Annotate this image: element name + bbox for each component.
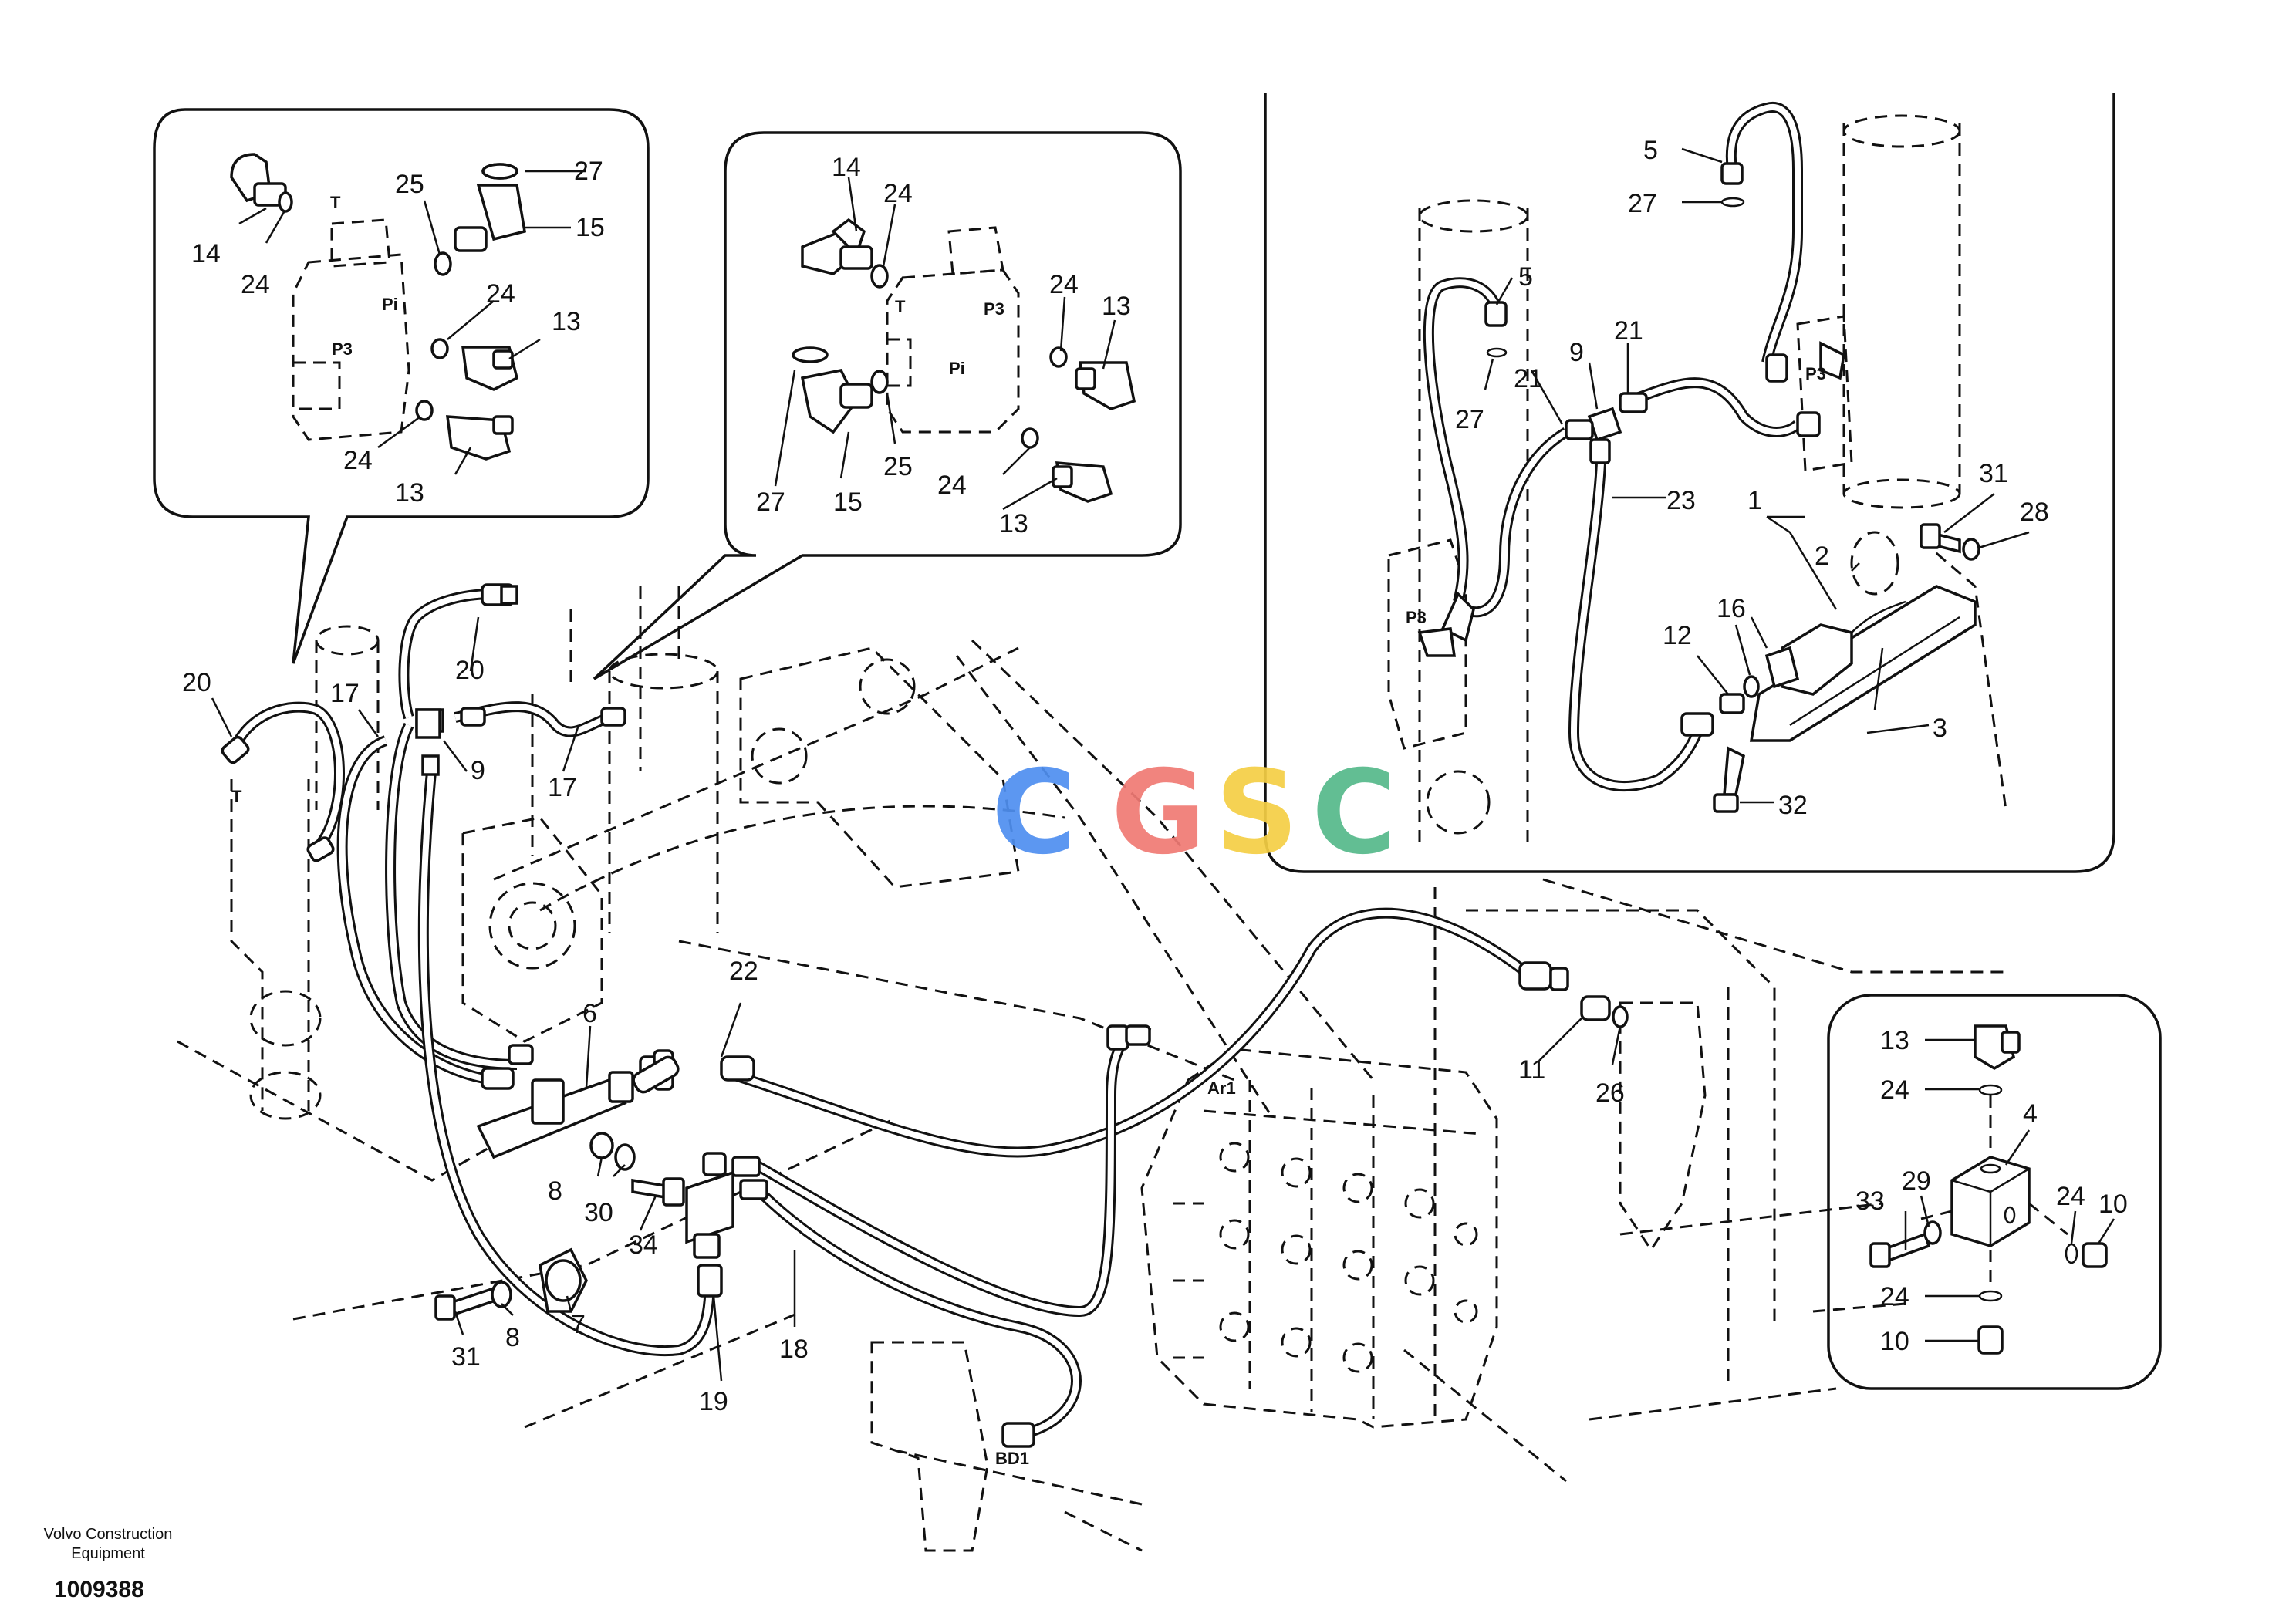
background-machine-frame	[177, 586, 2006, 1552]
control-valve-block	[1140, 1048, 1498, 1429]
callout-24: 24	[486, 279, 515, 309]
callout-13: 13	[999, 509, 1028, 538]
inset-b: T P3 Pi 14 24 24 13 27 15 25 24 13	[593, 131, 1182, 680]
port-tag-pi: Pi	[382, 295, 398, 314]
callout-17: 17	[548, 773, 577, 802]
callout-24: 24	[883, 179, 913, 208]
watermark-letter-g: G	[1111, 746, 1206, 880]
callout-26: 26	[1595, 1078, 1625, 1108]
callout-32: 32	[1778, 791, 1808, 820]
callout-4: 4	[2023, 1099, 2038, 1129]
port-tag-t: T	[895, 297, 906, 316]
callout-23: 23	[1666, 486, 1696, 515]
callout-27: 27	[1628, 189, 1657, 218]
callout-9: 9	[1569, 338, 1584, 367]
port-tag-p3: P3	[984, 299, 1004, 319]
callout-19: 19	[699, 1387, 728, 1416]
callout-10: 10	[2098, 1190, 2128, 1219]
callout-25: 25	[395, 170, 424, 199]
callout-15: 15	[833, 488, 863, 517]
callout-24: 24	[241, 270, 270, 299]
callout-6: 6	[582, 999, 597, 1028]
watermark-letter-s: S	[1215, 746, 1298, 880]
main-hose-routing	[226, 589, 1539, 1440]
callout-22: 22	[729, 957, 758, 986]
callout-9: 9	[471, 756, 485, 785]
callout-18: 18	[779, 1335, 809, 1364]
callout-14: 14	[832, 153, 861, 182]
callout-20: 20	[455, 656, 485, 685]
port-tag-p3: P3	[1406, 608, 1427, 627]
callout-13: 13	[1102, 292, 1131, 321]
callout-33: 33	[1855, 1186, 1885, 1216]
callout-8: 8	[505, 1323, 520, 1352]
callout-3: 3	[1933, 714, 1947, 743]
main-fittings	[221, 583, 1629, 1448]
watermark-letter-c: C	[991, 746, 1076, 880]
callout-21: 21	[1514, 364, 1543, 393]
footer-company-line1: Volvo Construction	[44, 1526, 173, 1543]
callout-24: 24	[937, 471, 967, 500]
port-tag-t: T	[330, 193, 341, 212]
manifold-block	[685, 1152, 768, 1259]
callout-30: 30	[584, 1198, 613, 1227]
callout-1: 1	[1747, 486, 1762, 515]
callout-21: 21	[1614, 316, 1643, 346]
callout-10: 10	[1880, 1327, 1909, 1356]
callout-24: 24	[2056, 1182, 2085, 1211]
port-tag-p3: P3	[332, 339, 353, 359]
callout-24: 24	[343, 446, 373, 475]
callout-27: 27	[756, 488, 785, 517]
inset-d: 13 24 4 29 33 24 10 24 10	[1827, 994, 2162, 1390]
callout-14: 14	[191, 239, 221, 268]
callout-13: 13	[1880, 1026, 1909, 1055]
port-tag-bd1: BD1	[995, 1449, 1029, 1468]
port-tag-t: T	[231, 787, 242, 806]
port-tag-pi: Pi	[949, 359, 965, 378]
cgsc-watermark: C G S C	[991, 746, 1396, 880]
callout-8: 8	[548, 1176, 562, 1206]
callout-24: 24	[1880, 1075, 1909, 1105]
port-tag-ar1: Ar1	[1207, 1078, 1236, 1098]
callout-15: 15	[576, 213, 605, 242]
callout-16: 16	[1717, 594, 1746, 623]
block-6	[476, 1071, 634, 1159]
callout-7: 7	[571, 1310, 586, 1339]
callout-34: 34	[629, 1230, 658, 1260]
main-callouts: 20 17 20 9 17 6 22 8 30 34 31 8 7 19 18 …	[182, 616, 1625, 1468]
watermark-letter-c2: C	[1312, 746, 1396, 880]
callout-5: 5	[1518, 262, 1533, 292]
callout-11: 11	[1518, 1055, 1545, 1085]
callout-2: 2	[1815, 542, 1829, 571]
footer: Volvo Construction Equipment 1009388	[44, 1526, 173, 1602]
callout-27: 27	[574, 157, 603, 186]
callout-12: 12	[1663, 621, 1692, 650]
callout-27: 27	[1455, 405, 1484, 434]
callout-24: 24	[1049, 270, 1079, 299]
footer-drawing-number: 1009388	[54, 1577, 144, 1602]
inset-a: T Pi P3 14 24 25 27 15 24 13 24 13	[153, 108, 650, 664]
callout-13: 13	[395, 478, 424, 508]
inset-c: P3 P3 5	[1264, 93, 2115, 873]
callout-31: 31	[1979, 459, 2008, 488]
callout-29: 29	[1902, 1166, 1931, 1196]
callout-13: 13	[552, 307, 581, 336]
footer-company-line2: Equipment	[71, 1545, 145, 1562]
callout-28: 28	[2020, 498, 2049, 527]
port-tag-p3: P3	[1805, 364, 1826, 383]
callout-25: 25	[883, 452, 913, 481]
callout-20: 20	[182, 668, 211, 697]
callout-5: 5	[1643, 136, 1658, 165]
callout-31: 31	[451, 1342, 481, 1372]
callout-24: 24	[1880, 1282, 1909, 1311]
callout-17: 17	[330, 679, 360, 708]
